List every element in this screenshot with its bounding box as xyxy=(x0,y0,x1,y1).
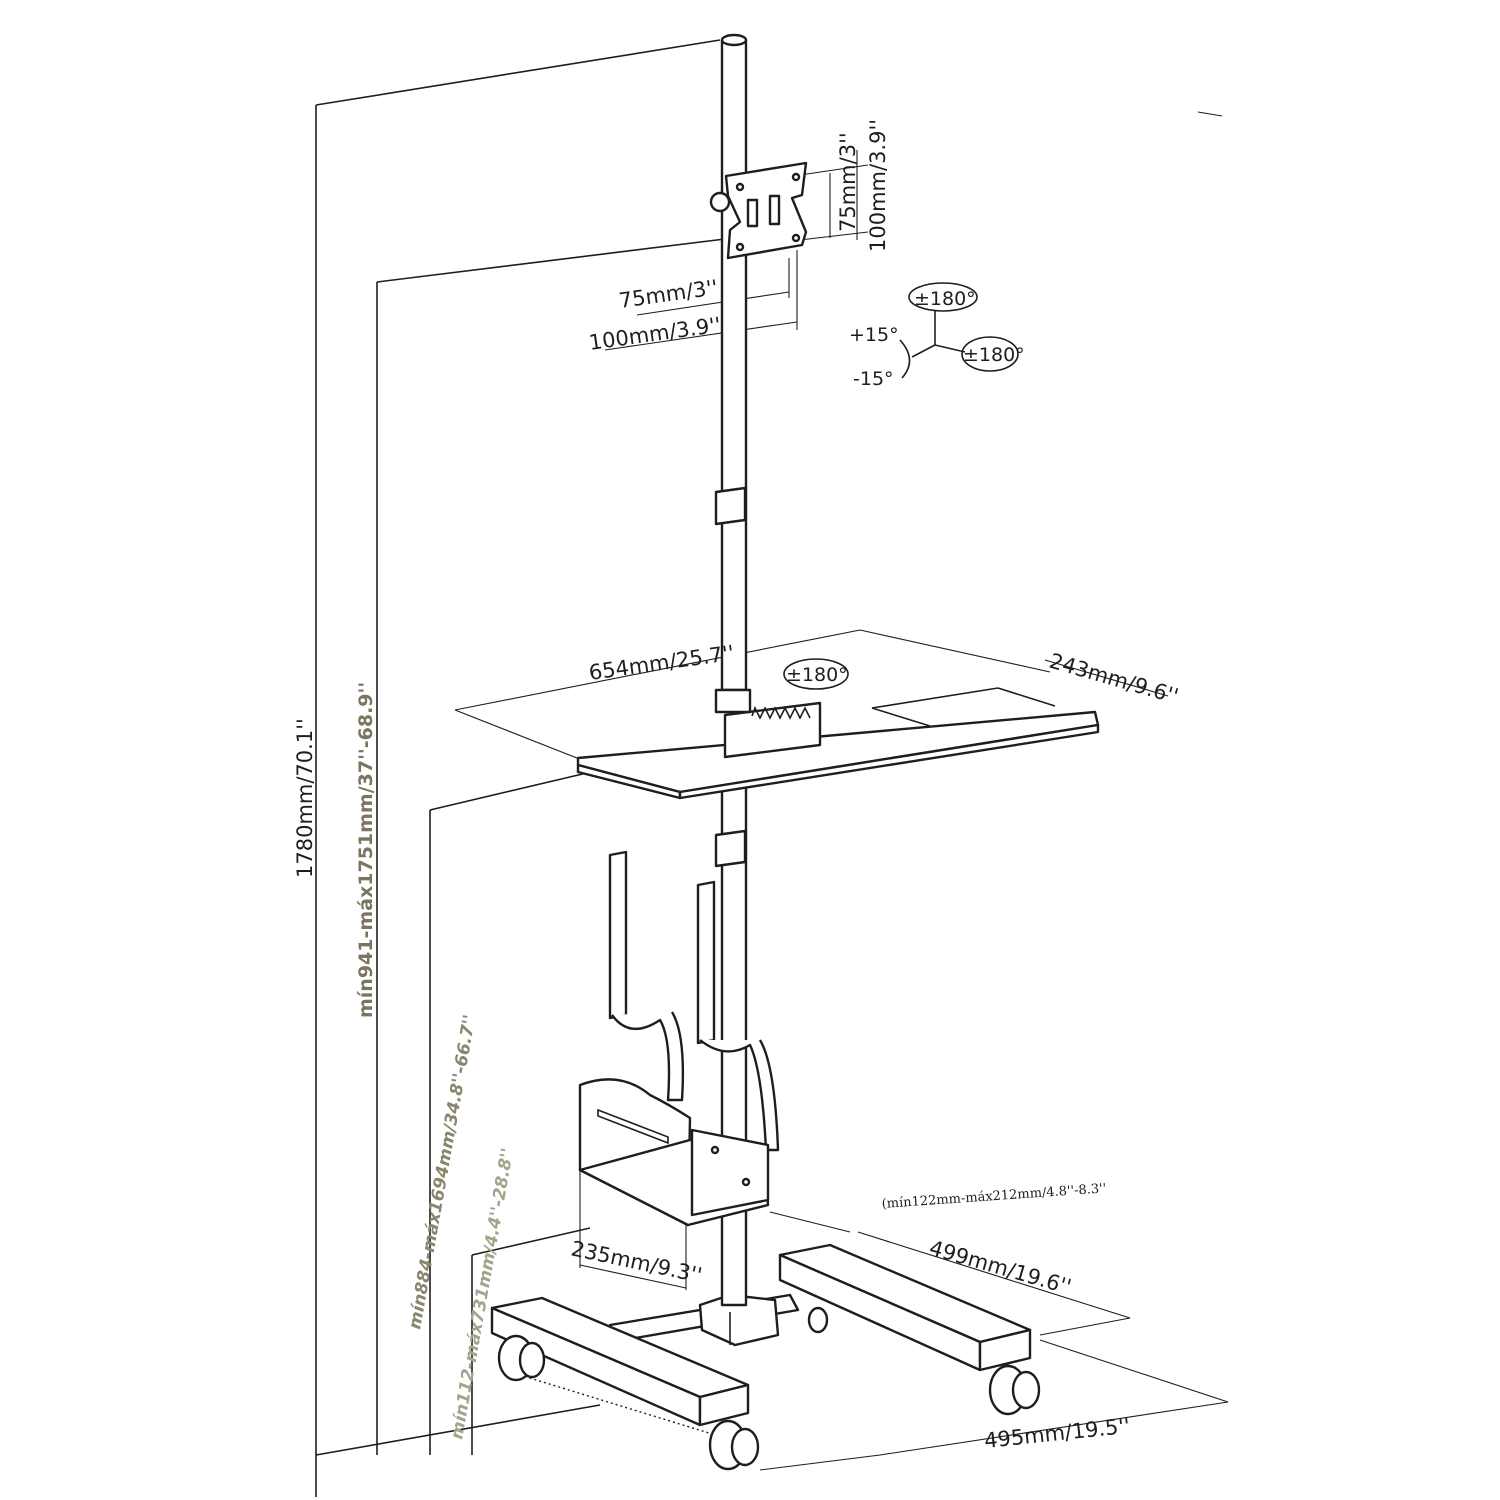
keyboard-shelf xyxy=(576,658,1100,800)
column-upper xyxy=(720,38,748,692)
shelf-depth-label: 243mm/9.6'' xyxy=(1047,649,1181,709)
shelf-width-label: 654mm/25.7'' xyxy=(587,641,735,685)
cpu-holder-range-label: (mín122mm-máx212mm/4.8''-8.3'' xyxy=(881,1181,1107,1212)
cable-clip-lower xyxy=(714,829,747,868)
shelf-width-leader-left xyxy=(454,709,583,761)
vesa-slot-left xyxy=(746,198,759,228)
base-assembly xyxy=(490,1243,1041,1471)
monitor-height-label: mín941-máx1751mm/37''-68.9'' xyxy=(355,682,377,1018)
cpu-back-bracket xyxy=(690,1128,770,1217)
monitor-height-top-leader xyxy=(376,237,734,283)
shelf-collar xyxy=(714,688,752,714)
shelf-mount-bracket xyxy=(723,701,822,759)
base-depth-leader-top xyxy=(769,1211,851,1233)
shelf-hinge-spring xyxy=(751,706,811,720)
rotation-right-label: ±180° xyxy=(963,344,1025,366)
shelf-top xyxy=(576,710,1100,794)
rotation-axis-horizontal xyxy=(934,344,966,353)
shelf-width-leader-right xyxy=(859,629,1051,673)
cpu-bracket-hole-a xyxy=(710,1145,720,1155)
total-height-top-leader xyxy=(315,39,721,106)
shelf-rotation-label: ±180° xyxy=(786,664,848,686)
vesa-mount xyxy=(709,161,808,260)
vesa-slot-right xyxy=(768,194,781,226)
tilt-arc xyxy=(899,339,911,379)
caster-back-right xyxy=(988,1364,1041,1416)
right-foot-end xyxy=(978,1328,1032,1372)
vesa-hole-bl xyxy=(735,242,745,252)
cpu-side-slot-upper xyxy=(597,1108,669,1145)
vesa-h-75-line xyxy=(636,291,790,316)
caster-front-left xyxy=(708,1419,760,1471)
cpu-strap-left-loop xyxy=(611,1011,685,1102)
caster-back-left xyxy=(497,1334,546,1382)
floor-line xyxy=(315,1404,601,1456)
left-foot-end xyxy=(698,1383,750,1427)
shelf-side-lip xyxy=(678,723,1100,800)
base-width-leader-right xyxy=(1039,1339,1229,1403)
shelf-mouse-pad-left xyxy=(871,707,931,727)
shelf-width-line xyxy=(454,629,861,711)
shelf-depth-line xyxy=(1044,659,1169,697)
rotation-glyph xyxy=(899,282,1019,379)
shelf-rotation-ellipse xyxy=(783,658,849,690)
rotation-axis-diagonal xyxy=(911,344,936,358)
corner-mark xyxy=(1197,111,1223,117)
rotation-top-label: ±180° xyxy=(914,288,976,310)
cable-clip-upper xyxy=(714,486,747,526)
vesa-h-100-line xyxy=(604,321,798,351)
shelf-mouse-pad-edge xyxy=(871,687,999,709)
rotation-right-ellipse xyxy=(961,336,1019,372)
caster-front-center xyxy=(807,1306,829,1334)
cpu-strap-left xyxy=(608,850,628,1020)
cpu-strap-right-loop xyxy=(699,1039,780,1152)
tilt-up-label: +15° xyxy=(849,324,899,346)
base-depth-label: 499mm/19.6'' xyxy=(927,1236,1074,1299)
vesa-horizontal-75-label: 75mm/3'' xyxy=(617,275,719,313)
base-width-leader-left xyxy=(759,1454,881,1471)
base-shadow-left xyxy=(519,1374,723,1438)
rotation-top-ellipse xyxy=(908,282,978,312)
vesa-vertical-75-label: 75mm/3'' xyxy=(836,132,860,232)
vesa-hole-br xyxy=(791,233,801,243)
vesa-knob xyxy=(709,191,731,213)
vesa-vertical-100-label: 100mm/3.9'' xyxy=(866,119,890,252)
shelf-height-label: mín884-máx1694mm/34.8''-66.7'' xyxy=(405,1013,480,1331)
vesa-v-leader-b xyxy=(799,231,869,241)
cpu-bracket-hole-b xyxy=(741,1177,751,1187)
total-height-label: 1780mm/70.1'' xyxy=(293,718,317,878)
column-top-cap xyxy=(720,33,748,47)
tilt-down-label: -15° xyxy=(853,368,894,390)
shelf-height-top-leader xyxy=(429,767,609,811)
cpu-height-top-leader xyxy=(471,1227,591,1256)
base-depth-leader-bottom xyxy=(1039,1317,1131,1336)
shelf-mouse-pad-right xyxy=(997,687,1056,707)
base-width-line xyxy=(879,1401,1229,1456)
vesa-horizontal-100-label: 100mm/3.9'' xyxy=(587,313,722,355)
cpu-width-label: 235mm/9.3'' xyxy=(569,1236,704,1287)
vesa-hole-tl xyxy=(735,182,745,192)
base-width-label: 495mm/19.5'' xyxy=(983,1414,1131,1453)
cpu-height-label: mín112-máx731mm/4.4''-28.8'' xyxy=(447,1146,518,1440)
vesa-hole-tr xyxy=(791,172,801,182)
cpu-width-line xyxy=(579,1264,687,1289)
cpu-strap-right xyxy=(696,880,716,1045)
base-depth-line xyxy=(857,1231,1131,1319)
dimension-lines xyxy=(315,39,1229,1497)
vesa-plate xyxy=(724,161,808,260)
cpu-holder xyxy=(578,850,780,1227)
